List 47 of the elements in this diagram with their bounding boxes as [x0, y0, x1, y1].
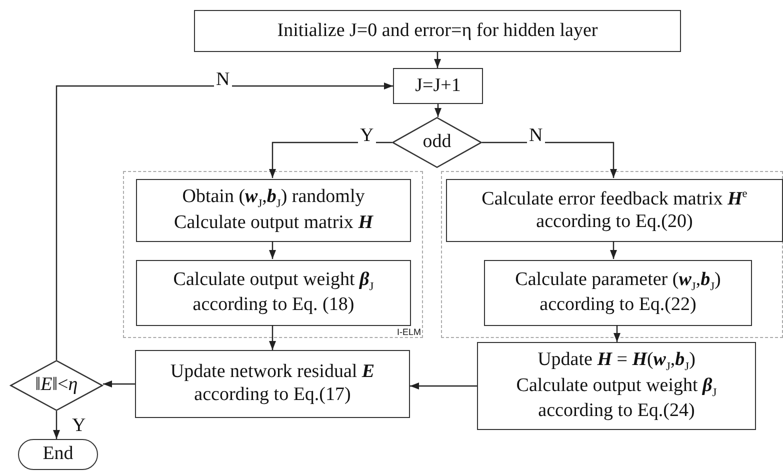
node-text: according to Eq.(24) — [538, 400, 695, 423]
arrow — [269, 142, 392, 178]
process-box — [136, 179, 411, 242]
arrow — [434, 104, 442, 117]
process-box — [135, 350, 410, 418]
node-text: according to Eq.(20) — [536, 210, 693, 234]
node-text: Calculate output matrix H — [174, 212, 373, 235]
node-text: according to Eq. (18) — [192, 294, 354, 318]
node-text: J=J+1 — [415, 74, 461, 98]
node-text: according to Eq.(22) — [540, 294, 696, 318]
terminal-box — [18, 439, 98, 470]
decision-diamond — [392, 117, 482, 168]
node-text: Update network residual E — [170, 361, 375, 384]
edge-label: Y — [358, 126, 376, 145]
process-box — [484, 260, 752, 326]
node-text: ‖E‖<η — [35, 374, 78, 397]
edge-label: N — [214, 70, 232, 89]
arrow — [269, 325, 276, 350]
node-text: Obtain (w$_{J}$,b$_{J}$) randomly — [182, 186, 365, 212]
process-box — [136, 260, 411, 326]
node-text: according to Eq.(17) — [194, 384, 351, 407]
process-box — [446, 179, 783, 242]
node-text: End — [42, 443, 74, 466]
process-box — [393, 68, 483, 104]
group-label: I-ELM — [396, 328, 421, 337]
arrow — [614, 325, 620, 342]
arrow — [103, 380, 135, 388]
node-text: Calculate output weight β$_{J}$ — [516, 374, 717, 400]
arrow — [482, 142, 617, 178]
arrow — [269, 241, 276, 259]
arrow — [610, 241, 617, 259]
node-text: Calculate error feedback matrix H$^{e}$ — [482, 188, 748, 211]
arrow — [56, 82, 393, 360]
arrow — [434, 52, 441, 68]
decision-diamond — [10, 360, 103, 411]
node-text: Calculate parameter (w$_{J}$,b$_{J}$) — [515, 268, 721, 294]
process-box — [194, 10, 681, 52]
dashed-group-frame — [441, 171, 783, 338]
node-text: Update H = H(w$_{J}$,b$_{J}$) — [538, 349, 696, 375]
dashed-group-frame — [123, 171, 423, 338]
arrow — [410, 382, 477, 390]
node-text: Calculate output weight β$_{J}$ — [173, 268, 374, 294]
node-text: Initialize J=0 and error=η for hidden layer — [277, 20, 598, 42]
edge-label: N — [527, 126, 545, 145]
node-text: odd — [422, 131, 452, 154]
arrow — [53, 411, 60, 439]
process-box — [477, 342, 756, 430]
